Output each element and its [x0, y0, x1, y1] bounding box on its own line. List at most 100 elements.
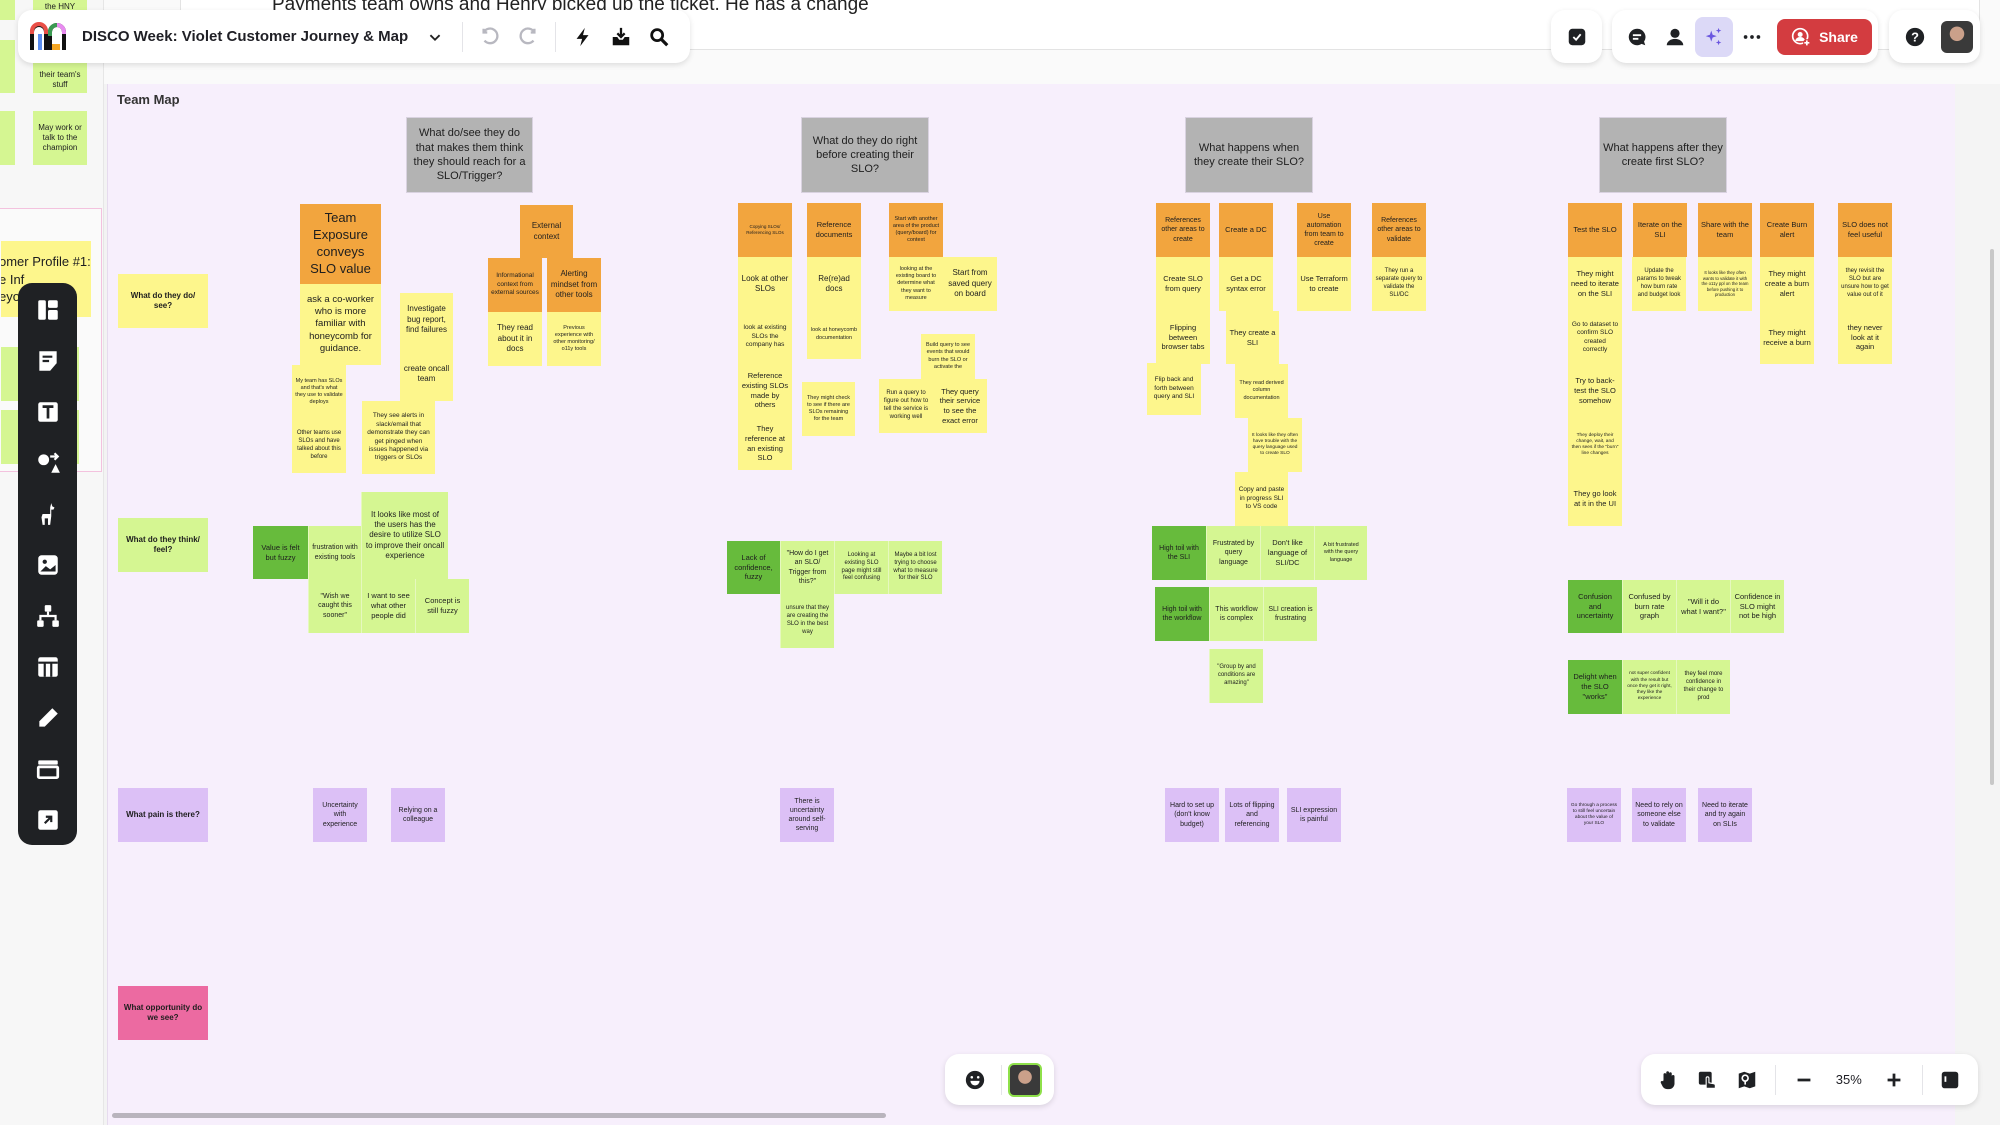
category-note[interactable]: SLO does not feel useful — [1838, 203, 1892, 257]
text-icon[interactable] — [28, 387, 68, 438]
sticky-note[interactable]: They see alerts in slack/email that demo… — [362, 401, 435, 474]
category-note[interactable]: References other areas to create — [1156, 203, 1210, 257]
category-note[interactable]: Create a DC — [1219, 203, 1273, 257]
board-title[interactable]: DISCO Week: Violet Customer Journey & Ma… — [82, 28, 409, 45]
horizontal-scrollbar[interactable] — [112, 1113, 886, 1118]
sticky-note[interactable]: looking at the existing board to determi… — [889, 257, 943, 311]
feeling-note[interactable]: Looking at existing SLO page might still… — [834, 541, 888, 594]
sticky-note[interactable]: They might create a burn alert — [1760, 257, 1814, 311]
hand-icon[interactable] — [1649, 1060, 1688, 1100]
feeling-note[interactable]: not super confident with the result but … — [1622, 660, 1676, 714]
stage-question-note[interactable]: What do they do right before creating th… — [801, 117, 929, 193]
category-note[interactable]: Reference documents — [807, 203, 861, 257]
feeling-note[interactable]: unsure that they are creating the SLO in… — [780, 594, 834, 648]
sticky-note[interactable]: They run a separate query to validate th… — [1372, 257, 1426, 311]
row-label[interactable]: What do they do/ see? — [118, 274, 208, 328]
sticky-note[interactable]: Use Terraform to create — [1297, 257, 1351, 311]
smiley-icon[interactable] — [955, 1060, 995, 1100]
logo-icon[interactable] — [30, 21, 68, 52]
feeling-summary-note[interactable]: Lack of confidence, fuzzy — [727, 541, 780, 594]
share-button[interactable]: Share — [1777, 18, 1872, 55]
feeling-note[interactable]: It looks like most of the users has the … — [361, 492, 448, 579]
download-icon[interactable] — [602, 17, 640, 57]
category-note[interactable]: Test the SLO — [1568, 203, 1622, 257]
pain-note[interactable]: Need to iterate and try again on SLIs — [1698, 788, 1752, 842]
checkbox-icon[interactable] — [1557, 17, 1597, 57]
sticky-note[interactable]: Flipping between browser tabs — [1156, 311, 1210, 364]
stage-question-note[interactable]: What happens when they create their SLO? — [1185, 117, 1313, 193]
image-icon[interactable] — [28, 540, 68, 591]
category-note[interactable]: Create Burn alert — [1760, 203, 1814, 257]
feeling-note[interactable]: Concept is still fuzzy — [415, 579, 469, 633]
feeling-note[interactable]: "How do I get an SLO/ Trigger from this?… — [780, 541, 834, 594]
frame-icon[interactable] — [28, 743, 68, 794]
sticky-note[interactable]: Start from saved query on board — [943, 257, 997, 311]
sticky-note[interactable]: They create a SLI — [1226, 311, 1279, 364]
comment-icon[interactable] — [1618, 17, 1656, 57]
sticky-note[interactable]: Copy and paste in progress SLI to VS cod… — [1235, 472, 1288, 526]
pain-note[interactable]: Go through a process to still feel uncer… — [1567, 788, 1621, 842]
stage-question-note[interactable]: What happens after they create first SLO… — [1599, 117, 1727, 193]
sticky-note[interactable]: It looks like they often wants to valida… — [1698, 257, 1752, 311]
pain-note[interactable]: Hard to set up (don't know budget) — [1165, 788, 1219, 842]
minus-icon[interactable] — [1784, 1060, 1823, 1100]
feeling-note[interactable]: Maybe a bit lost trying to choose what t… — [888, 541, 942, 594]
category-note[interactable]: Alerting mindset from other tools — [547, 258, 601, 312]
sticky-note[interactable]: They read about it in docs — [488, 312, 542, 366]
sticky-note[interactable]: Other teams use SLOs and have talked abo… — [292, 419, 346, 473]
row-label[interactable]: What opportunity do we see? — [118, 986, 208, 1040]
sticky-note[interactable]: Get a DC syntax error — [1219, 257, 1273, 311]
feeling-summary-note[interactable]: Value is felt but fuzzy — [253, 526, 308, 579]
feeling-summary-note[interactable]: Confusion and uncertainty — [1568, 580, 1622, 633]
sticky-note[interactable]: They query their service to see the exac… — [933, 379, 987, 433]
lightning-icon[interactable] — [564, 17, 602, 57]
sticky-note[interactable]: create oncall team — [400, 347, 453, 401]
sticky-note[interactable]: Investigate bug report, find failures — [400, 293, 453, 347]
more-icon[interactable] — [1733, 17, 1771, 57]
upload-icon[interactable] — [28, 794, 68, 845]
diagram-icon[interactable] — [28, 590, 68, 641]
row-label[interactable]: What pain is there? — [118, 788, 208, 842]
feeling-note[interactable]: Don't like language of SLI/DC — [1260, 526, 1314, 580]
category-note[interactable]: References other areas to validate — [1372, 203, 1426, 257]
row-label[interactable]: What do they think/ feel? — [118, 518, 208, 572]
help-icon[interactable]: ? — [1895, 17, 1935, 57]
feeling-summary-note[interactable]: High toil with the workflow — [1155, 587, 1209, 641]
sticky-note[interactable]: Look at other SLOs — [738, 257, 792, 311]
sticky-note[interactable]: They might check to see if there are SLO… — [802, 382, 855, 436]
sticky-note[interactable]: They reference at an existing SLO — [738, 417, 792, 470]
pain-note[interactable]: SLI expression is painful — [1287, 788, 1341, 842]
sticky-note[interactable]: Re(re)ad docs — [807, 257, 861, 311]
shapes-icon[interactable] — [28, 438, 68, 489]
panel-icon[interactable] — [1931, 1060, 1970, 1100]
undo-icon[interactable] — [471, 17, 509, 57]
table-icon[interactable] — [28, 641, 68, 692]
sticky-note[interactable]: Previous experience with other monitorin… — [547, 312, 601, 366]
category-note[interactable]: Copying SLOs/ Referencing SLOs — [738, 203, 792, 257]
sticky-note[interactable]: It looks like they often have trouble wi… — [1248, 418, 1302, 472]
sticky-note[interactable]: Create SLO from query — [1156, 257, 1210, 311]
feeling-summary-note[interactable]: Delight when the SLO "works" — [1568, 660, 1622, 714]
sticky-note-icon[interactable] — [28, 336, 68, 387]
search-icon[interactable] — [640, 17, 678, 57]
feeling-note[interactable]: SLI creation is frustrating — [1263, 587, 1317, 641]
pain-note[interactable]: Need to rely on someone else to validate — [1632, 788, 1686, 842]
category-note[interactable]: Iterate on the SLI — [1633, 203, 1687, 257]
category-note[interactable]: Team Exposure conveys SLO value — [300, 204, 381, 284]
sticky-note[interactable]: look at existing SLOs the company has — [738, 310, 792, 364]
templates-icon[interactable] — [28, 285, 68, 336]
feeling-note[interactable]: A bit frustrated with the query language — [1314, 526, 1367, 580]
sticky-note[interactable]: They go look at it in the UI — [1568, 472, 1622, 526]
plus-icon[interactable] — [1874, 1060, 1913, 1100]
pain-note[interactable]: Uncertainty with experience — [313, 788, 367, 842]
sticky-note[interactable]: they never look at it again — [1838, 311, 1892, 364]
chevron-down-icon[interactable] — [416, 17, 454, 57]
sticky-note[interactable]: Go to dataset to confirm SLO created cor… — [1568, 311, 1622, 364]
sticky-note[interactable]: My team has SLOs and that's what they us… — [292, 365, 346, 419]
pain-note[interactable]: Lots of flipping and referencing — [1225, 788, 1279, 842]
feeling-note[interactable]: frustration with existing tools — [308, 526, 361, 579]
pain-note[interactable]: There is uncertainty around self-serving — [780, 788, 834, 842]
avatar[interactable] — [1941, 20, 1973, 53]
touch-icon[interactable] — [1688, 1060, 1727, 1100]
category-note[interactable]: Start with another area of the product (… — [889, 203, 943, 257]
